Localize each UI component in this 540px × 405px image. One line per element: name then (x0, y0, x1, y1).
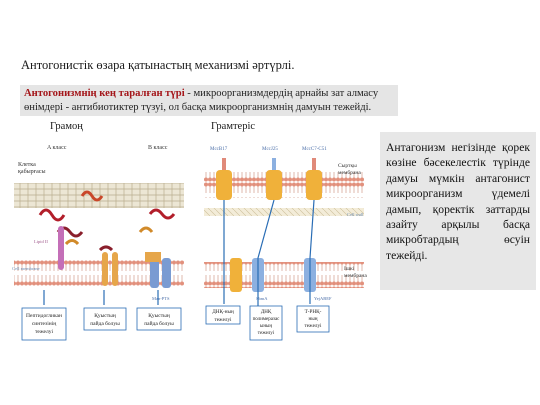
outcome-rnapol-3: ының (260, 324, 272, 329)
lantibiotic-chain-4 (64, 239, 80, 246)
inner-membrane (204, 262, 364, 288)
mccc7-label: McсC7-C51 (302, 147, 327, 152)
inner-transporter (230, 258, 242, 292)
mccj25-label: McсJ25 (262, 147, 278, 152)
outcome-pore1-2: пайда болуы (90, 320, 120, 327)
inner-membrane-label-1: Ішкі (344, 266, 355, 272)
definition-text: - микроорганизмдердің арнайы зат алмасу … (24, 88, 379, 113)
outer-membrane-label-2: мембрана (338, 169, 361, 176)
cell-wall-right-label: Cell wall (347, 212, 364, 217)
outcome-dna-2: тежелуі (214, 317, 232, 323)
gram-positive-panel: A класс B класс Клетка қабырғасы Cell me… (12, 145, 184, 341)
outcome-rnapol-box: ДНҚ полимеразас ының тежелуі (249, 305, 283, 341)
thin-cell-wall (204, 208, 364, 216)
arrow-right-3 (309, 199, 315, 304)
outcome-pg-3: тежелуі (35, 329, 54, 335)
outcome-trna-box: Т-РНҚ- ның тежелуі (296, 305, 330, 333)
mccb17-label: McсB17 (210, 147, 228, 152)
pore-protein-3 (112, 252, 118, 286)
class-b-chain-2 (138, 226, 154, 233)
lantibiotic-chain-3 (80, 190, 104, 202)
cell-wall-label-1: Клетка (18, 162, 36, 168)
outcome-dna-1: ДНҚ-ның (212, 309, 234, 315)
outcome-pore-box-2: Қуыстың пайда болуы (136, 307, 182, 331)
sbma-label: SbmA (256, 296, 268, 301)
class-b-label: B класс (148, 145, 168, 151)
mccj25-peptide (272, 158, 276, 170)
omp-porin-2 (266, 170, 282, 200)
class-b-chain-1 (148, 208, 176, 220)
pore-protein-1 (58, 226, 64, 270)
outcome-pg-2: синтезінің (32, 321, 56, 327)
mccb17-peptide (222, 158, 226, 170)
outcome-rnapol-1: ДНҚ (261, 310, 272, 315)
pore-protein-2 (102, 252, 108, 286)
outcome-pore2-1: Қуыстың (148, 313, 170, 319)
outcome-trna-3: тежелуі (304, 323, 322, 329)
man-pts-protein-2 (162, 258, 171, 288)
inner-membrane-label-2: мембрана (344, 272, 367, 279)
outcome-trna-2: ның (308, 316, 317, 322)
lantibiotic-chain-1 (38, 208, 66, 222)
arrow-right-2 (257, 199, 275, 306)
outcome-pore2-2: пайда болуы (144, 320, 174, 327)
outcome-pore-box-1: Қуыстың пайда болуы (83, 307, 127, 331)
mccc7-peptide (312, 158, 316, 170)
lantibiotic-chain-5 (98, 245, 114, 252)
class-a-label: A класс (47, 145, 67, 151)
omp-porin-1 (216, 170, 232, 200)
gram-negative-panel: McсB17 McсJ25 McсC7-C51 Сыртқы мембрана … (204, 147, 367, 341)
definition-box: Антогонизмнің кең таралған түрі - микроо… (20, 85, 398, 116)
man-pts-label: Man-PTS (152, 296, 170, 301)
outcome-rnapol-2: полимеразас (253, 317, 281, 322)
cell-wall-label-2: қабырғасы (18, 168, 45, 175)
outcome-peptidoglycan-box: Пептидогликан синтезінің тежелуі (21, 307, 67, 341)
omp-porin-3 (306, 170, 322, 200)
outcome-trna-1: Т-РНҚ- (305, 309, 322, 315)
antagonism-explanation-box: Антагонизм негізінде қорек көзіне бәсеке… (380, 132, 536, 290)
man-pts-protein-1 (150, 258, 159, 288)
gram-positive-heading: Грамоң (50, 121, 83, 132)
cell-membrane-label: Cell membrane (12, 266, 40, 271)
class-b-bound (145, 252, 161, 262)
gram-negative-heading: Грамтеріс (211, 121, 256, 132)
slide-title: Антогонистік өзара қатынастың механизмі … (21, 58, 295, 72)
peptidoglycan-layer (14, 183, 184, 208)
lipid-ii-label: Lipid II (34, 239, 48, 244)
yej-label: YejABEF (314, 296, 332, 301)
outcome-pg-1: Пептидогликан (26, 313, 62, 319)
outcome-dna-box: ДНҚ-ның тежелуі (205, 305, 241, 325)
outcome-rnapol-4: тежелуі (258, 331, 275, 336)
outcome-pore1-1: Қуыстың (94, 313, 116, 319)
outer-membrane-label-1: Сыртқы (338, 163, 357, 169)
definition-highlight: Антогонизмнің кең таралған түрі (24, 88, 185, 99)
